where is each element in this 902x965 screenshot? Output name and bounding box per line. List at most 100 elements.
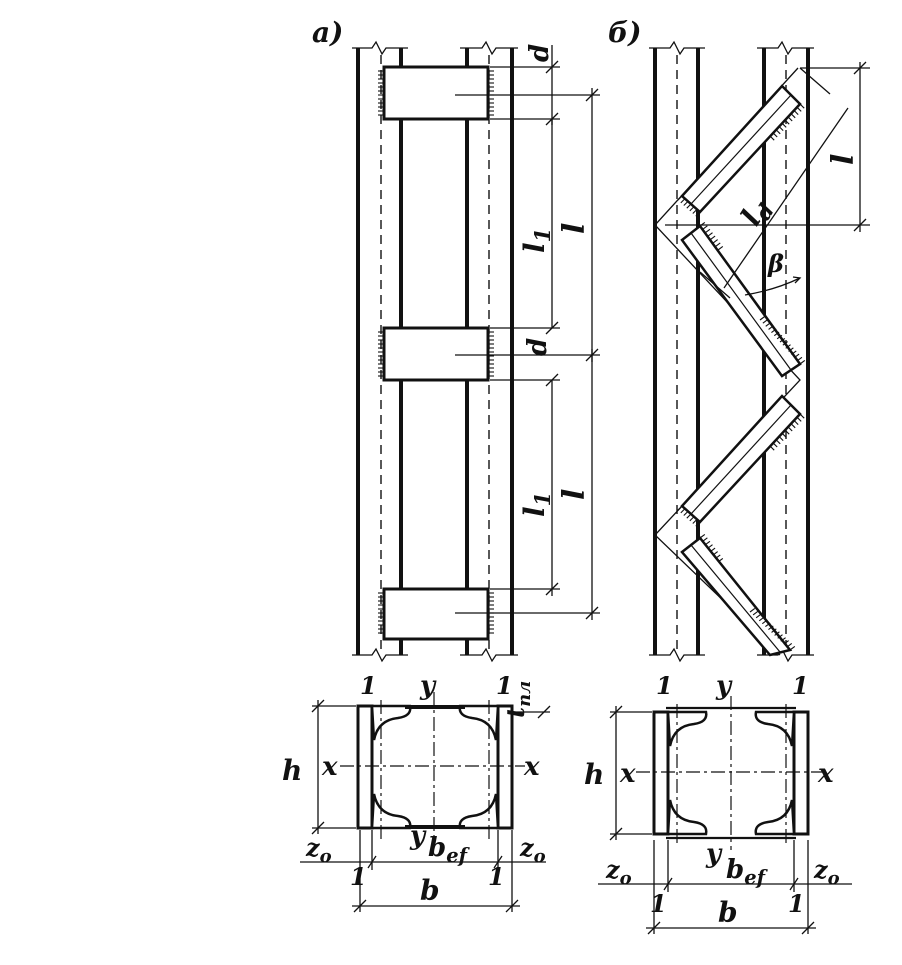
panel-b-ext-line-ld-bottom [699,271,731,299]
section-a-flange-br [458,793,500,830]
section-b-one-tl: 1 [656,671,673,700]
weld-hatch-mark [709,235,716,241]
section-a-bef-ticks [367,855,503,869]
section-a-z0-left-label: zo [305,833,332,867]
section-a-b-label: b [420,874,440,907]
weld-hatch-mark [793,420,799,425]
panel-a-break-top-left [352,40,408,56]
weld-hatch-mark [761,619,768,625]
weld-hatch-mark [771,328,777,334]
section-a-flange-bl [370,793,412,830]
section-a-cross-section: y y x x 1 1 1 1 tпл h bef zo zo b [282,671,551,913]
weld-hatch-mark [709,547,716,553]
section-b-h-ticks [609,705,623,841]
panel-a-label: a) [312,16,343,49]
panel-a-dim-l1-top-label: l1 [518,228,555,253]
weld-hatch-mark [793,353,800,359]
section-b-z0-right-label: zo [813,855,840,889]
weld-hatch-mark [695,521,701,527]
panel-b-dim-ld-label: ld [734,192,779,233]
panel-a-batten-plate-bottom [382,587,490,641]
section-b-flange-tr [754,710,796,747]
section-b-one-tr: 1 [792,671,809,700]
section-b-z0-left-label: zo [605,855,632,889]
section-b-flange-bl [666,799,708,836]
section-a-one-tl: 1 [360,671,377,700]
weld-hatch-mark [692,518,698,524]
section-b-flange-br [754,799,796,836]
weld-hatch-mark [704,228,711,234]
weld-hatch-mark [784,429,790,435]
panel-a-dim-l1-bottom-label: l1 [518,492,555,517]
weld-hatch-mark [712,551,718,556]
section-a-one-bl: 1 [350,862,367,891]
section-b-bef-ticks [663,877,799,891]
section-b-right-web [792,710,810,836]
panel-b-lacing-bar-3-leg [690,404,792,515]
weld-hatch-mark [715,554,721,560]
weld-hatch-mark [772,442,778,448]
panel-b-ext-line-ld-top [799,67,831,95]
weld-hatch-mark [790,113,796,119]
panel-b-dim-l-ticks [853,61,867,232]
weld-hatch-mark [799,413,805,419]
weld-hatch-mark [762,319,768,324]
section-a-h-ticks [311,699,325,835]
weld-hatch-mark [686,513,692,519]
panel-b-welds [677,103,806,651]
panel-a-dim-l-bottom-label: l [557,489,592,500]
weld-hatch-mark [680,198,686,204]
weld-hatch-mark [715,242,721,248]
weld-hatch-mark [704,540,711,546]
section-b-flange-tl [666,710,708,747]
section-b-b-ticks [647,921,815,935]
weld-hatch-mark [749,607,756,613]
section-b-bef-label: bef [726,855,769,889]
panel-a-break-bottom-left [352,647,408,663]
section-b-b-label: b [718,896,738,929]
weld-hatch-mark [796,356,803,362]
weld-hatch-mark [778,126,784,131]
panel-b-laced-column: б) l [608,16,870,663]
panel-a-dim-d-top-label: d [525,44,555,62]
weld-hatch-mark [717,245,724,251]
section-a-tpl-tick [537,705,551,719]
weld-hatch-mark [695,211,701,217]
panel-b-break-bottom-left [649,647,705,663]
panel-a-dim-d-mid-label: d [523,338,553,356]
weld-hatch-mark [779,337,786,343]
panel-b-break-top-right [757,40,814,56]
weld-hatch-mark [683,510,689,516]
panel-b-dim-ld-line [723,107,849,289]
section-a-y-top-label: y [419,671,437,701]
weld-hatch-mark [790,423,796,429]
weld-hatch-mark [771,628,777,633]
weld-hatch-mark [686,203,692,209]
weld-hatch-mark [777,634,783,639]
weld-hatch-mark [782,341,788,346]
panel-a-dim-l-bottom-tick [585,606,599,620]
weld-hatch-mark [677,195,683,201]
weld-hatch-mark [788,347,794,352]
weld-hatch-mark [796,416,802,422]
panel-b-angle-label: β [767,249,784,278]
weld-hatch-mark [775,129,781,135]
weld-hatch-mark [769,445,775,451]
section-b-one-br: 1 [788,889,805,918]
panel-b-angle-arc [744,277,801,296]
weld-hatch-mark [755,613,762,619]
section-a-one-br: 1 [488,862,505,891]
weld-hatch-mark [787,116,793,122]
section-a-y-bottom-label: y [409,821,427,851]
weld-hatch-mark [768,325,774,330]
weld-hatch-mark [759,315,766,321]
panel-a-dim-l-top-label: l [557,223,592,234]
weld-hatch-mark [717,557,724,563]
weld-hatch-mark [793,110,799,115]
weld-hatch-mark [799,103,805,109]
section-a-one-tr: 1 [496,671,513,700]
weld-hatch-mark [775,439,781,445]
panel-b-lacing-bar-4-leg [690,544,781,653]
panel-a-dim-l1-top-tick [545,321,559,335]
